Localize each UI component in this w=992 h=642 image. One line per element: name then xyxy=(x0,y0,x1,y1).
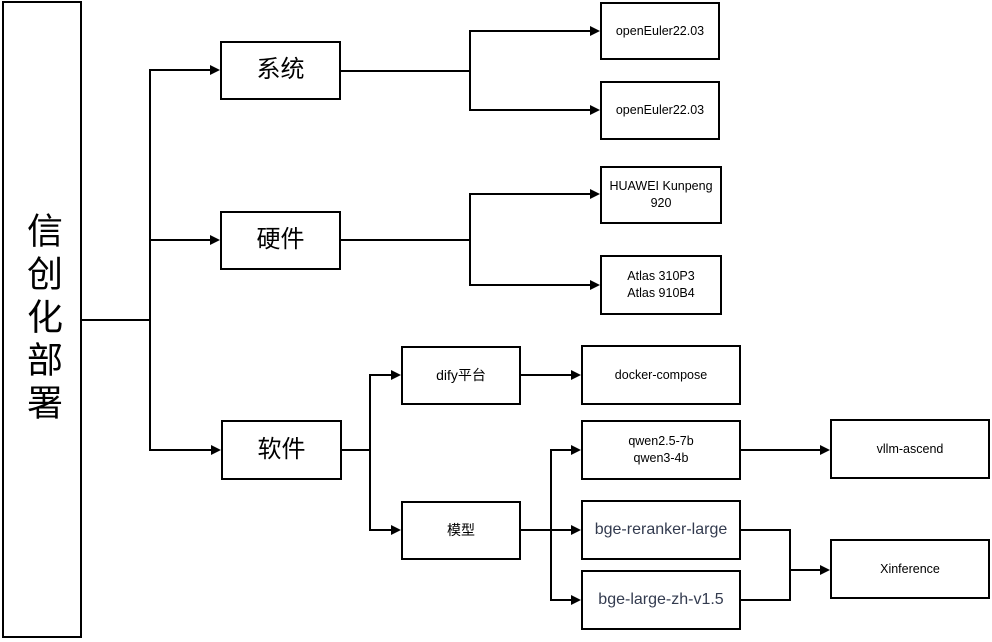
edge-system-os2-arrowhead-icon xyxy=(590,105,600,115)
edge-model-bgelarge-arrowhead-icon xyxy=(571,595,581,605)
edge-hardware-atlas-arrowhead-icon xyxy=(590,280,600,290)
node-atlas[interactable]: Atlas 310P3 Atlas 910B4 xyxy=(600,255,722,315)
node-vllm-ascend[interactable]: vllm-ascend xyxy=(830,419,990,479)
edge-software-dify-arrowhead-icon xyxy=(391,370,401,380)
node-qwen[interactable]: qwen2.5-7b qwen3-4b xyxy=(581,420,741,480)
edge-model-reranker-line xyxy=(551,529,571,531)
node-openeuler-2[interactable]: openEuler22.03 xyxy=(600,81,720,140)
node-root[interactable]: 信创化部署 xyxy=(2,1,82,638)
edge-dify-docker-line xyxy=(521,374,571,376)
edge-software-model-line xyxy=(370,529,391,531)
edge-dify-docker-arrowhead-icon xyxy=(571,370,581,380)
node-huawei-kunpeng-920[interactable]: HUAWEI Kunpeng 920 xyxy=(600,166,722,224)
node-model[interactable]: 模型 xyxy=(401,501,521,560)
edge-system-os2-line xyxy=(470,109,590,111)
edge-model-split-line xyxy=(550,449,552,601)
edge-hardware-kunpeng-arrowhead-icon xyxy=(590,189,600,199)
edge-trunk-software-arrowhead-icon xyxy=(211,445,221,455)
node-xinference[interactable]: Xinference xyxy=(830,539,990,599)
edge-model-qwen-arrowhead-icon xyxy=(571,445,581,455)
node-bge-reranker-large[interactable]: bge-reranker-large xyxy=(581,500,741,560)
edge-model-out-line xyxy=(521,529,551,531)
node-hardware[interactable]: 硬件 xyxy=(220,211,341,270)
edge-trunk-vertical-line xyxy=(149,69,151,451)
node-system[interactable]: 系统 xyxy=(220,41,341,100)
edge-merge-xinference-line xyxy=(790,569,820,571)
edge-software-model-arrowhead-icon xyxy=(391,525,401,535)
edge-hardware-atlas-line xyxy=(470,284,590,286)
edge-hardware-split-line xyxy=(469,193,471,286)
edge-qwen-vllm-line xyxy=(741,449,820,451)
edge-model-qwen-line xyxy=(551,449,571,451)
edge-hardware-kunpeng-line xyxy=(470,193,590,195)
edge-system-os1-arrowhead-icon xyxy=(590,26,600,36)
edge-reranker-merge-line xyxy=(741,529,791,531)
edge-trunk-system-line xyxy=(150,69,210,71)
edge-qwen-vllm-arrowhead-icon xyxy=(820,445,830,455)
node-docker-compose[interactable]: docker-compose xyxy=(581,345,741,405)
node-bge-large-zh[interactable]: bge-large-zh-v1.5 xyxy=(581,570,741,630)
edge-system-out-line xyxy=(341,70,470,72)
node-openeuler-1[interactable]: openEuler22.03 xyxy=(600,2,720,60)
edge-trunk-hardware-arrowhead-icon xyxy=(210,235,220,245)
edge-hardware-out-line xyxy=(341,239,470,241)
node-software[interactable]: 软件 xyxy=(221,420,342,480)
edge-software-split-line xyxy=(369,374,371,531)
edge-model-reranker-arrowhead-icon xyxy=(571,525,581,535)
edge-system-os1-line xyxy=(470,30,590,32)
edge-merge-vertical-line xyxy=(789,529,791,601)
edge-software-dify-line xyxy=(370,374,391,376)
edge-trunk-system-arrowhead-icon xyxy=(210,65,220,75)
edge-trunk-software-line xyxy=(150,449,211,451)
edge-software-out-line xyxy=(342,449,370,451)
edge-merge-xinference-arrowhead-icon xyxy=(820,565,830,575)
edge-root-trunk-line xyxy=(82,319,150,321)
node-dify-platform[interactable]: dify平台 xyxy=(401,346,521,405)
edge-bgelarge-merge-line xyxy=(741,599,791,601)
edge-trunk-hardware-line xyxy=(150,239,210,241)
edge-model-bgelarge-line xyxy=(551,599,571,601)
edge-system-split-line xyxy=(469,30,471,111)
